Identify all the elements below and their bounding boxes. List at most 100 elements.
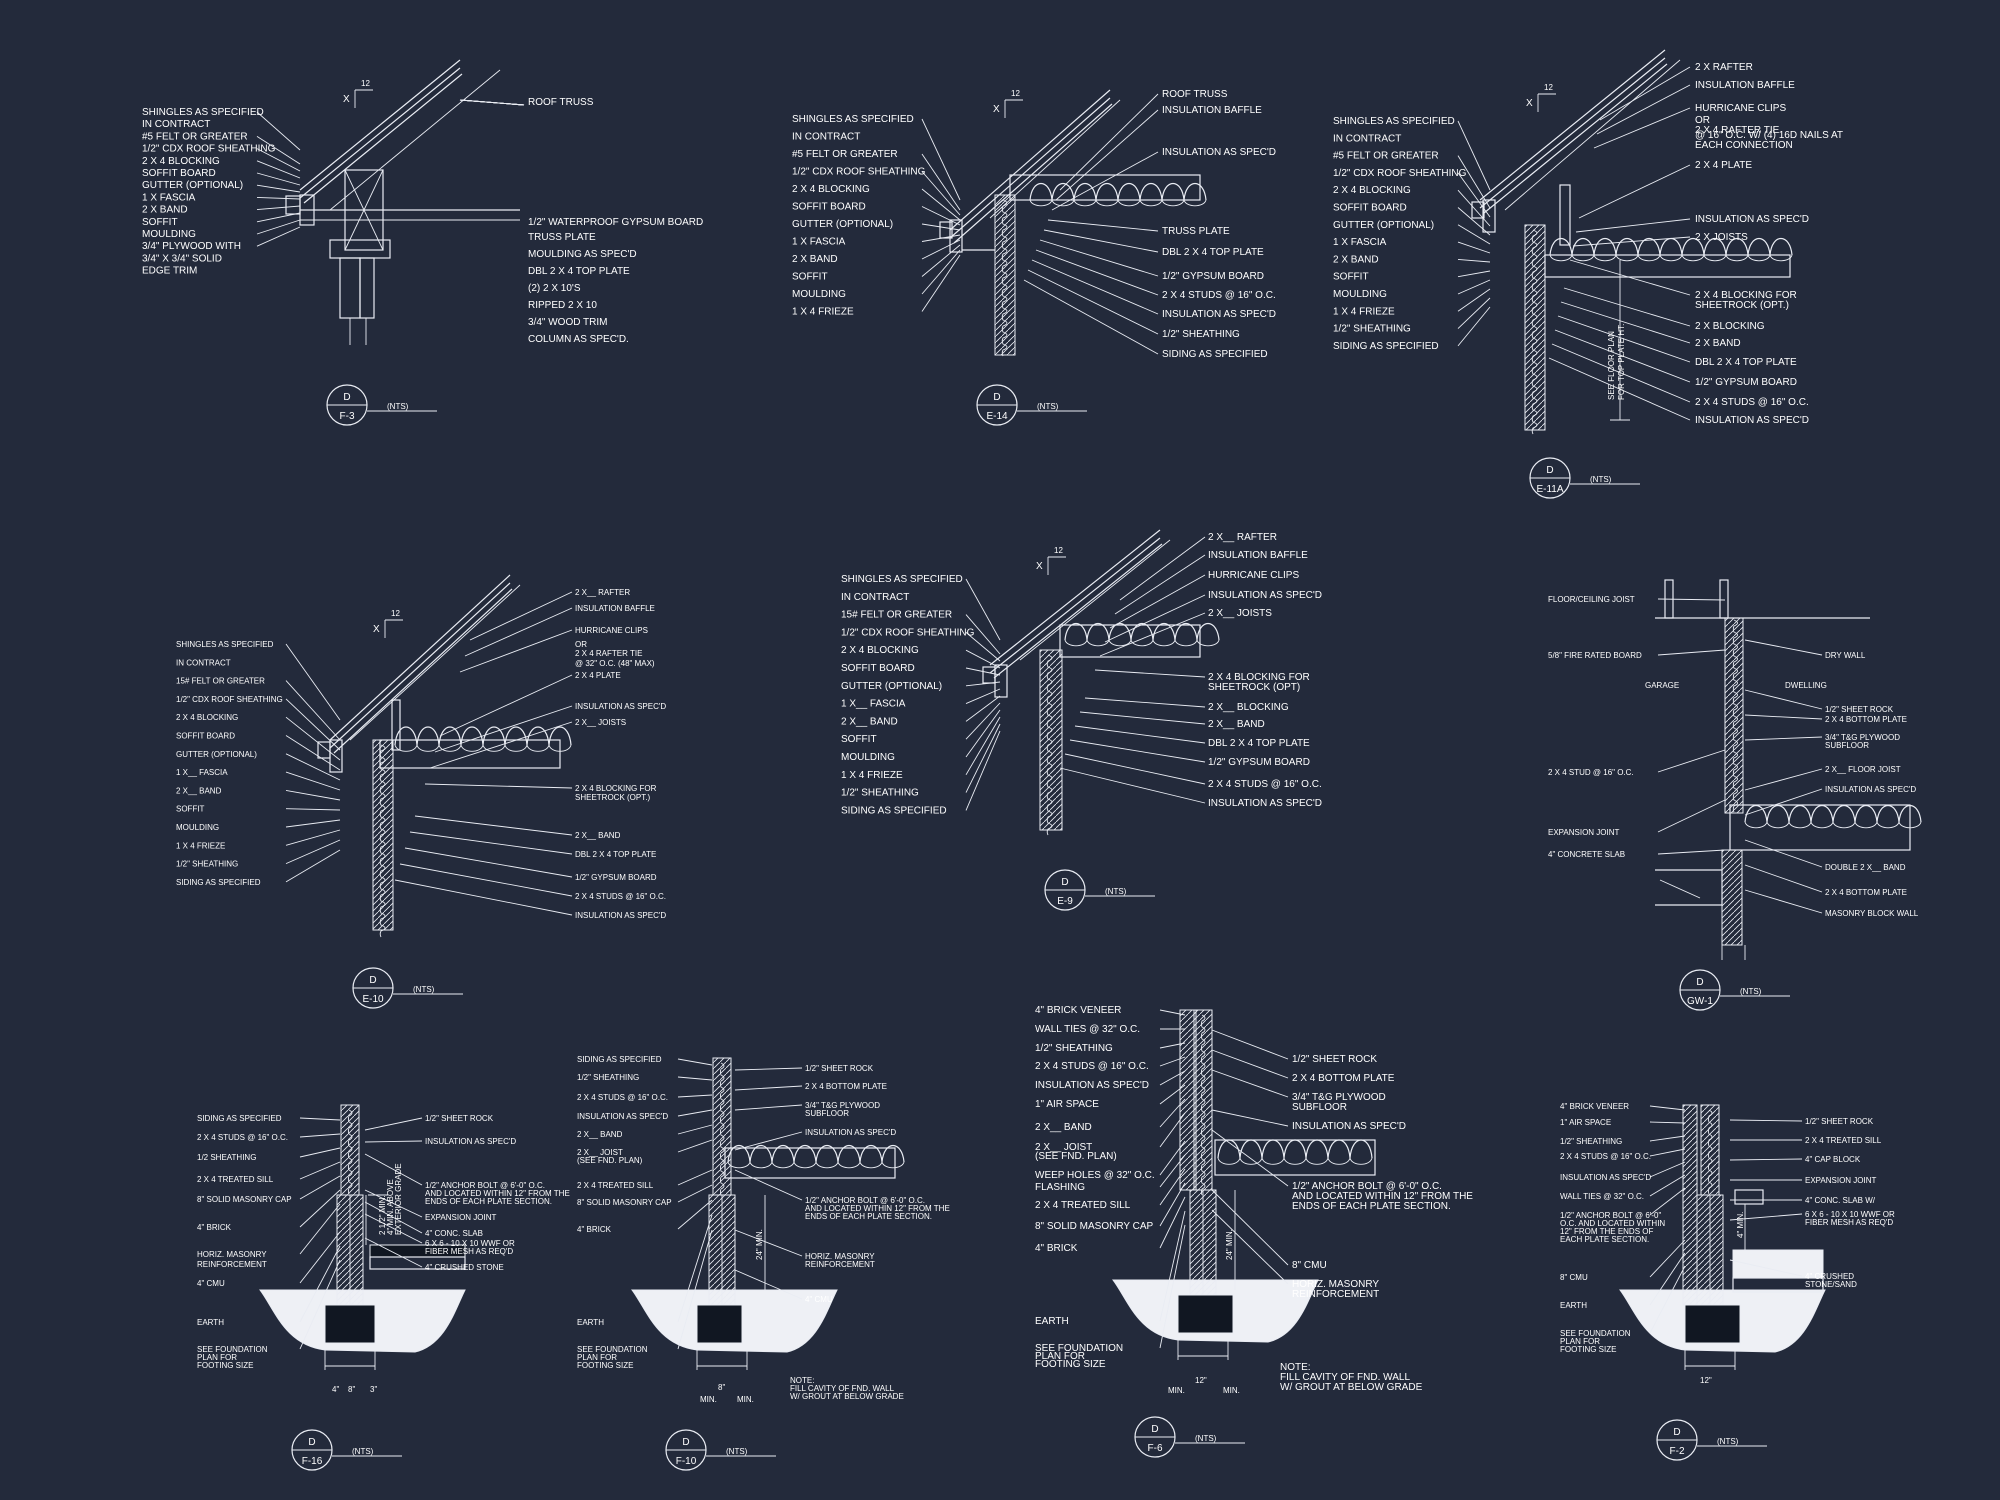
line-segment	[256, 205, 301, 211]
callout-label: IN CONTRACT	[841, 592, 909, 603]
callout-label: 4" BRICK	[197, 1223, 232, 1232]
callout-label: EARTH	[197, 1318, 224, 1327]
callout-label: HURRICANE CLIPS	[575, 626, 648, 635]
callout-label: SUBFLOOR	[805, 1109, 849, 1118]
line-segment	[1729, 1259, 1803, 1277]
detail-tag-letter: D	[369, 975, 376, 986]
callout-label: INSULATION AS SPEC'D	[1035, 1080, 1149, 1091]
insulation-batt	[1744, 804, 1922, 823]
line-segment	[256, 196, 301, 200]
callout-label: 2 X BAND	[142, 205, 188, 216]
detail-tag-letter: D	[1673, 1427, 1680, 1438]
line-segment	[469, 591, 573, 641]
callout-label: EARTH	[1560, 1301, 1587, 1310]
dim-label: 12"	[1700, 1376, 1712, 1385]
callout-label: 2 X__ BAND	[1208, 719, 1265, 730]
dim-label: MIN.	[700, 1395, 717, 1404]
vertical-note: EXTERIOR GRADE	[394, 1163, 403, 1235]
roof-sheathing	[1479, 49, 1668, 214]
line-segment	[734, 1169, 803, 1201]
ceiling-joist	[1544, 254, 1791, 278]
line-segment	[344, 169, 384, 251]
dim-label: MIN.	[1223, 1386, 1240, 1395]
masonry-wall	[1721, 849, 1743, 946]
line-segment	[1457, 207, 1491, 236]
callout-label: 1" AIR SPACE	[1035, 1099, 1099, 1110]
line-segment	[256, 219, 301, 235]
detail-scale-label: (NTS)	[1195, 1434, 1217, 1443]
detail-scale-label: (NTS)	[352, 1447, 374, 1456]
line-segment	[464, 607, 573, 657]
callout-label: 1/2" CDX ROOF SHEATHING	[142, 144, 276, 155]
callout-label: 2 X__ JOIST	[577, 1148, 623, 1157]
callout-label: ENDS OF EACH PLATE SECTION.	[425, 1197, 552, 1206]
callout-label: MOULDING	[176, 823, 219, 832]
line-segment	[1159, 1140, 1186, 1176]
floor-joist	[1214, 1139, 1376, 1176]
line-segment	[1548, 357, 1691, 421]
detail-tag-number: F-6	[1148, 1443, 1163, 1454]
insulation-batt	[1549, 237, 1793, 256]
line-segment	[1019, 539, 1171, 661]
footing	[1177, 1294, 1234, 1334]
vertical-note: 24" MIN.	[1225, 1229, 1234, 1260]
vertical-note: SEE FLOOR PLAN	[1607, 331, 1616, 400]
callout-label: SOFFIT	[142, 217, 178, 228]
line-segment	[921, 249, 961, 295]
line-segment	[1084, 697, 1206, 708]
line-segment	[1563, 287, 1691, 327]
insulation-batt	[727, 1160, 905, 1169]
stud-wall	[1700, 1104, 1720, 1196]
line-segment	[1649, 1265, 1686, 1334]
callout-label: 2 X 4 BOTTOM PLATE	[805, 1082, 887, 1091]
line-segment	[299, 1175, 341, 1200]
roof-sheathing	[989, 529, 1163, 679]
line-segment	[1578, 164, 1691, 219]
line-segment	[299, 1231, 341, 1284]
callout-label: GUTTER (OPTIONAL)	[1333, 220, 1434, 231]
slope-rise-label: X	[993, 104, 1000, 115]
ceiling-joist	[1009, 174, 1201, 201]
callout-label: SIDING AS SPECIFIED	[176, 878, 261, 887]
line-segment	[965, 681, 1001, 687]
callout-label: GUTTER (OPTIONAL)	[792, 219, 893, 230]
callout-label: 2 X__ BAND	[577, 1130, 623, 1139]
beam-blocking	[344, 169, 384, 251]
callout-label: 4" CMU	[197, 1279, 225, 1288]
callout-label: DBL 2 X 4 TOP PLATE	[1162, 247, 1264, 258]
dim-label: 12"	[1195, 1376, 1207, 1385]
callout-label: 1/2" ANCHOR BOLT @ 6'-0" O.C.	[1292, 1181, 1442, 1192]
roof-sheathing	[299, 59, 463, 204]
callout-label: SHINGLES AS SPECIFIED	[841, 574, 963, 585]
note-label: NOTE:	[790, 1376, 814, 1385]
callout-label: 8" SOLID MASONRY CAP	[1035, 1221, 1154, 1232]
callout-label: 2 X 4 BLOCKING	[792, 184, 870, 195]
line-segment	[1069, 739, 1206, 763]
line-segment	[1051, 151, 1159, 211]
line-segment	[1023, 279, 1159, 355]
callout-label: 1/2" ANCHOR BOLT @ 6'-0"	[1560, 1211, 1661, 1220]
line-segment	[349, 584, 521, 741]
callout-label: 4" CRUSHED STONE	[425, 1263, 504, 1272]
callout-label: 1/2" SHEET ROCK	[425, 1114, 494, 1123]
dim-label: 8"	[348, 1385, 355, 1394]
line-segment	[1159, 1009, 1186, 1016]
detail-scale-label: (NTS)	[1740, 987, 1762, 996]
line-segment	[285, 808, 341, 811]
callout-label: DBL 2 X 4 TOP PLATE	[575, 850, 656, 859]
callout-label: 1/2" SHEET ROCK	[1805, 1117, 1874, 1126]
line-segment	[921, 244, 961, 277]
callout-label: 3/4" T&G PLYWOOD	[1292, 1092, 1386, 1103]
callout-label: IN CONTRACT	[792, 132, 860, 143]
callout-label: DWELLING	[1785, 681, 1827, 690]
callout-label: (SEE FND. PLAN)	[577, 1156, 643, 1165]
line-segment	[1457, 306, 1491, 347]
callout-label: 1/2" CDX ROOF SHEATHING	[1333, 168, 1467, 179]
callout-label: SOFFIT BOARD	[1333, 203, 1407, 214]
line-segment	[965, 688, 1001, 705]
line-segment	[424, 783, 573, 789]
line-segment	[285, 716, 341, 761]
line-segment	[1159, 1084, 1186, 1105]
line-segment	[1059, 767, 1206, 804]
line-segment	[921, 188, 961, 221]
